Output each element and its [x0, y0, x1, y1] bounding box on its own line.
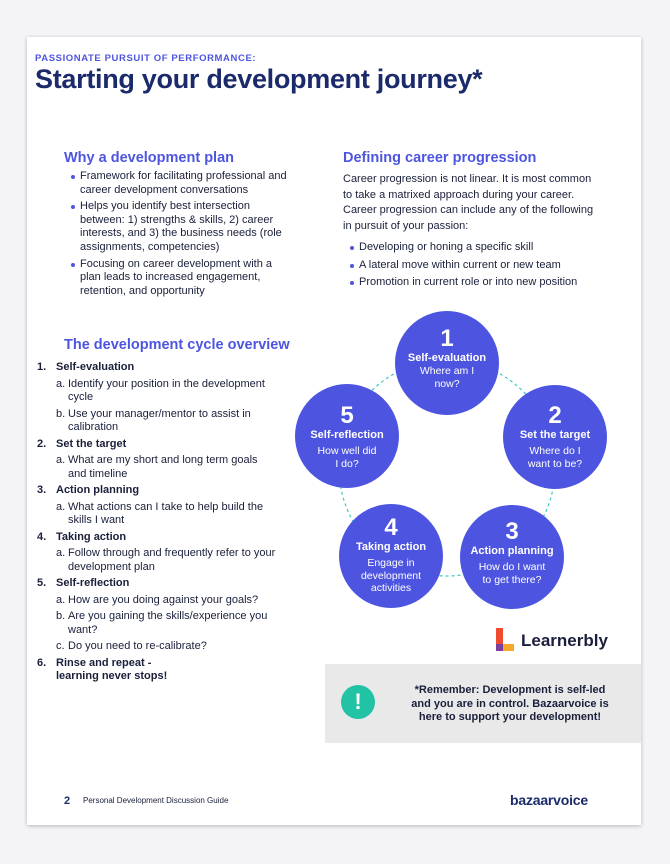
why-bullet-list: Framework for facilitating professional … — [70, 170, 295, 301]
career-paragraph: Career progression is not linear. It is … — [343, 173, 594, 232]
cycle-label-3: 3 Action planning How do I want to get t… — [470, 518, 554, 586]
cycle-circle-2 — [503, 385, 607, 489]
why-heading: Why a development plan — [64, 150, 234, 166]
cycle-circle-4 — [339, 504, 443, 608]
footer-title: Personal Development Discussion Guide — [83, 796, 229, 805]
cycle-overview-heading: The development cycle overview — [64, 337, 290, 353]
step-subitem: b.Use your manager/mentor to assist in c… — [56, 407, 251, 434]
step-heading: 5.Self-reflection — [37, 577, 130, 589]
reminder-text: *Remember: Development is self-led and y… — [411, 684, 609, 723]
learnerbly-logo: Learnerbly — [494, 628, 608, 654]
cycle-circle-3 — [460, 505, 564, 609]
career-bullet: Developing or honing a specific skill — [349, 241, 609, 255]
step-subitem: a.What are my short and long term goals … — [56, 454, 258, 480]
step-subitem: a.Follow through and frequently refer to… — [56, 547, 276, 573]
cycle-step-list: 1.Self-evaluation a.Identify your positi… — [37, 358, 277, 684]
career-bullet-list: Developing or honing a specific skill A … — [349, 241, 609, 293]
bazaarvoice-logo: bazaarvoice — [510, 792, 588, 808]
cycle-label-5: 5 Self-reflection How well did I do? — [310, 402, 384, 470]
learnerbly-logo-icon — [494, 628, 516, 654]
step-subitem: b.Are you gaining the skills/experience … — [56, 610, 268, 636]
career-bullet: A lateral move within current or new tea… — [349, 259, 609, 273]
cycle-label-2: 2 Set the target Where do I want to be? — [519, 402, 591, 470]
career-heading: Defining career progression — [343, 150, 537, 166]
cycle-circle-1 — [395, 311, 499, 415]
step-subitem: a.Identify your position in the developm… — [56, 377, 265, 404]
step-heading: 6.Rinse and repeat - — [37, 656, 152, 669]
step-heading: 1.Self-evaluation — [37, 361, 135, 373]
step-subitem: c.Do you need to re-calibrate? — [56, 640, 207, 652]
why-bullet: Helps you identify best intersection bet… — [70, 200, 295, 254]
step-subitem: a.What actions can I take to help build … — [56, 500, 264, 527]
logo-text: Learnerbly — [521, 631, 608, 650]
page-kicker: PASSIONATE PURSUIT OF PERFORMANCE: — [35, 53, 257, 64]
step-heading: 2.Set the target — [37, 437, 127, 450]
page-title: Starting your development journey* — [35, 64, 483, 94]
step-heading: 3.Action planning — [37, 484, 140, 496]
cycle-label-1: 1 Self-evaluation Where am I now? — [407, 325, 487, 390]
why-bullet: Focusing on career development with a pl… — [70, 258, 295, 299]
career-bullet: Promotion in current role or into new po… — [349, 276, 609, 290]
cycle-label-4: 4 Taking action Engage in development ac… — [355, 514, 427, 595]
page-number: 2 — [64, 795, 71, 807]
exclamation-icon: ! — [341, 685, 375, 719]
cycle-circle-5 — [295, 384, 399, 488]
step-heading: 4.Taking action — [37, 530, 127, 543]
step-subitem: a.How are you doing against your goals? — [56, 593, 259, 606]
step-heading-continued: learning never stops! — [56, 670, 168, 682]
reminder-callout: ! *Remember: Development is self-led and… — [325, 664, 641, 743]
why-bullet: Framework for facilitating professional … — [70, 170, 295, 197]
